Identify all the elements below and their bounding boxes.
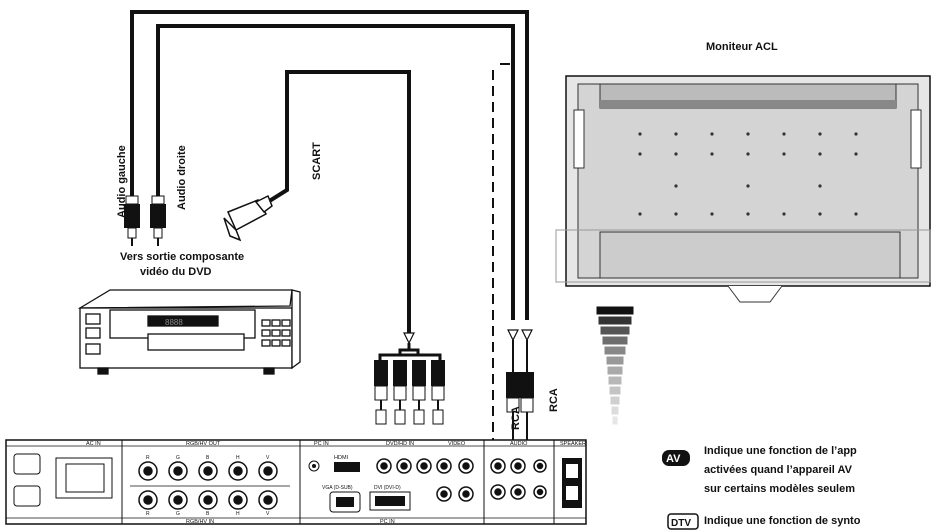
rgb-bottom-h: H xyxy=(236,511,240,517)
monitor-title: Moniteur ACL xyxy=(706,41,778,53)
rgb-top-r: R xyxy=(146,455,150,461)
rca-label-a: RCA xyxy=(510,406,522,430)
dvd-caption-line1: Vers sortie composante xyxy=(120,251,244,263)
dtv-text: Indique une fonction de synto xyxy=(704,515,861,527)
legend-av: AV Indique une fonction de l’app activée… xyxy=(662,445,857,495)
scart-plug xyxy=(223,194,273,242)
rca-label-b: RCA xyxy=(548,388,560,412)
audio-cables xyxy=(130,10,529,320)
audio-right-plug xyxy=(150,195,166,246)
rgbhv-in-label: RGB/HV IN xyxy=(186,519,214,525)
av-badge-text: AV xyxy=(666,453,681,465)
av-text-line3: sur certains modèles seulem xyxy=(704,483,855,495)
back-panel: AC IN RGB/HV OUT RGB/HV IN PC IN PC IN D… xyxy=(5,439,587,525)
dvd-caption-line2: vidéo du DVD xyxy=(140,266,212,278)
audio-left-label: Audio gauche xyxy=(116,145,128,218)
av-text-line1: Indique une fonction de l’app xyxy=(704,445,857,457)
rgb-bottom-b: B xyxy=(206,511,210,517)
bnc-bottom-row xyxy=(138,490,278,510)
scart-label: SCART xyxy=(311,142,323,180)
rgb-bottom-v: V xyxy=(266,511,270,517)
dvd-player: 8888 xyxy=(77,289,301,375)
video-label: VIDEO xyxy=(448,441,466,447)
dvd-display: 8888 xyxy=(165,318,183,327)
rgb-bottom-g: G xyxy=(176,511,180,517)
cable-arrows xyxy=(403,329,533,345)
dtv-badge-text: DTV xyxy=(671,518,691,529)
rgbhv-out-label: RGB/HV OUT xyxy=(186,441,221,447)
audio-label: AUDIO xyxy=(510,441,528,447)
dvi-label: DVI (DVI-D) xyxy=(374,485,401,491)
rgb-top-g: G xyxy=(176,455,180,461)
rgb-top-h: H xyxy=(236,455,240,461)
audio-left-plug xyxy=(124,195,140,246)
pc-in-bottom-label: PC IN xyxy=(380,519,395,525)
bnc-top-row xyxy=(138,461,278,481)
rgb-top-v: V xyxy=(266,455,270,461)
hdmi-label: HDMI xyxy=(334,455,349,461)
component-jacks xyxy=(376,458,474,502)
rgb-top-b: B xyxy=(206,455,210,461)
av-badge xyxy=(662,450,690,466)
audio-jacks xyxy=(490,458,547,500)
speaker-label: SPEAKER xyxy=(560,441,586,447)
rca-audio-plugs xyxy=(506,340,534,440)
lcd-monitor: Moniteur ACL xyxy=(555,41,931,303)
vga-label: VGA (D-SUB) xyxy=(322,485,353,491)
dvd-hd-label: DVD/HD IN xyxy=(386,441,414,447)
ac-in-label: AC IN xyxy=(86,441,101,447)
av-text-line2: activées quand l’appareil AV xyxy=(704,464,853,476)
rgb-bottom-r: R xyxy=(146,511,150,517)
component-plugs xyxy=(374,343,445,425)
dtv-badge xyxy=(667,513,699,530)
legend-dtv: DTV Indique une fonction de synto xyxy=(667,513,861,530)
scart-cable xyxy=(261,70,411,335)
audio-right-label: Audio droite xyxy=(176,145,188,210)
pc-in-top-label: PC IN xyxy=(314,441,329,447)
signal-gradient xyxy=(595,305,635,426)
dashed-cable xyxy=(492,63,512,440)
